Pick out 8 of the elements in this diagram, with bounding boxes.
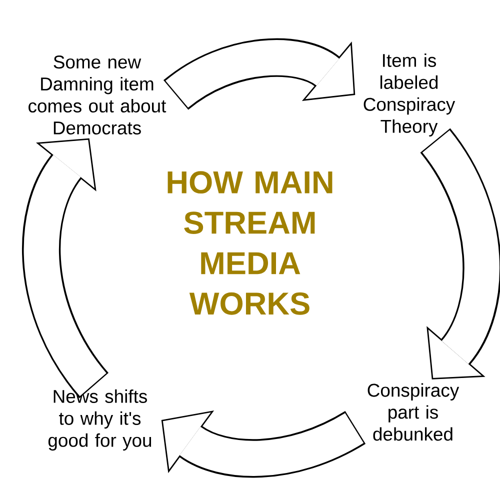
title: HOW MAIN STREAM MEDIA WORKS bbox=[168, 171, 332, 315]
cycle-step-text: Conspiracy part is debunked bbox=[368, 383, 460, 441]
cycle-step-text: Some new Damning item comes out about Democrats bbox=[28, 56, 166, 134]
cycle-step-text: News shifts to why it's good for you bbox=[48, 389, 152, 451]
curved-arrow bbox=[420, 129, 500, 380]
cycle-step-text: Item is labeled Conspiracy Theory bbox=[364, 53, 456, 137]
curved-arrow bbox=[164, 38, 356, 110]
curved-arrow bbox=[22, 138, 110, 398]
